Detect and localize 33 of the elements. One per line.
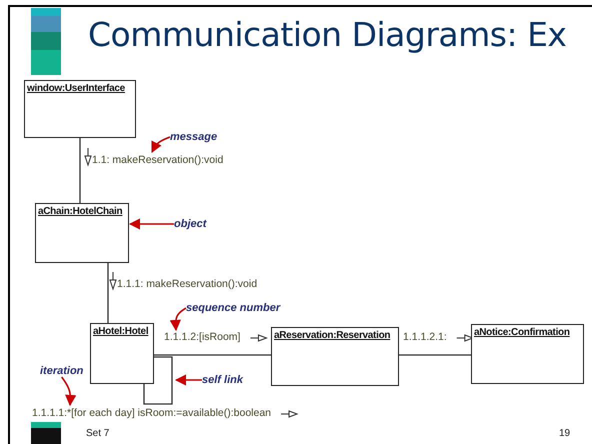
object-name: aHotel:Hotel [93,326,148,337]
annotation-text: object [174,218,206,230]
object-name: window:UserInterface [27,83,125,94]
link-line [154,354,271,356]
footer-text: Set 7 [86,428,110,439]
link-line [143,356,173,405]
page-number: 19 [559,428,570,439]
link-line [107,263,109,323]
message-label: 1.1.1.2:[isRoom] [164,331,240,343]
annotation-text: sequence number [186,302,280,314]
link-line [79,138,81,203]
object-box [24,80,136,138]
link-line [399,354,471,356]
leader-arrow [128,218,174,230]
message-label: 1.1.1: makeReservation():void [117,278,258,290]
object-name: aNotice:Confirmation [474,327,570,338]
leader-arrow [170,307,186,332]
object-box [35,203,129,263]
object-box [90,323,154,384]
annotation-text: iteration [40,365,84,377]
leader-arrow [151,136,170,153]
leader-arrow [174,374,202,386]
message-label: 1.1.1.2.1: [403,331,447,343]
object-box [271,327,399,386]
object-name: aReservation:Reservation [274,330,390,341]
message-label: 1.1: makeReservation():void [92,154,224,166]
annotation-text: self link [202,374,243,386]
annotation-text: message [170,131,218,143]
object-box [471,324,584,384]
leader-arrow [61,376,76,406]
slide-title: Communication Diagrams: Ex [88,15,566,54]
message-label: 1.1.1.1:*[for each day] isRoom:=available():boolean [32,407,272,419]
object-name: aChain:HotelChain [38,206,122,217]
